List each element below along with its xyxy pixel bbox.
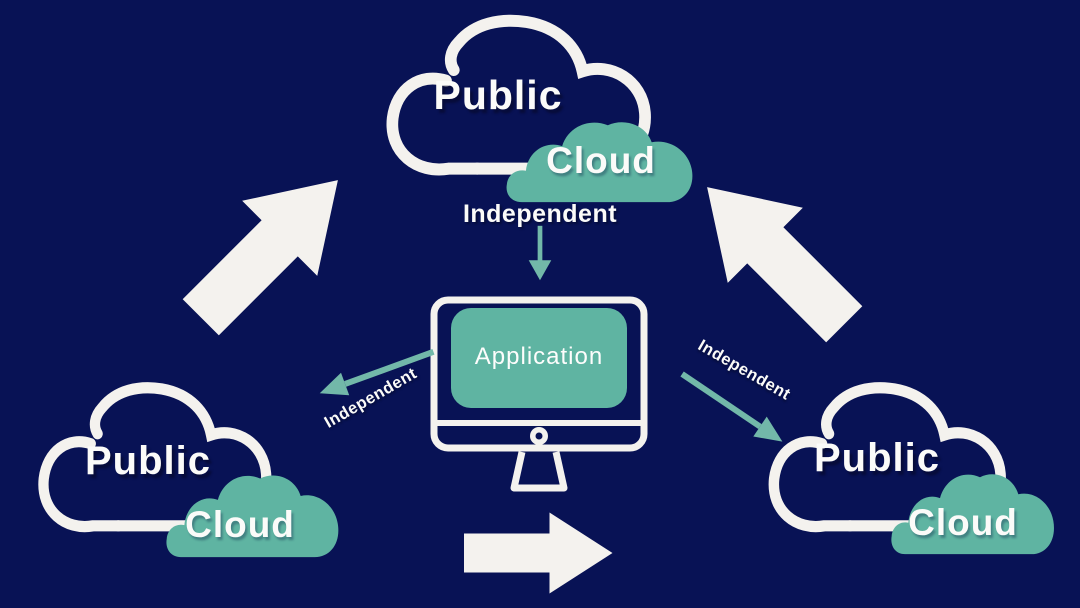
big-arrow-up-right-icon (159, 137, 381, 359)
top-cloud-public-label: Public (433, 72, 563, 118)
left-cloud-public-label: Public (84, 439, 212, 483)
monitor-icon (429, 296, 649, 496)
teal-arrow-down-icon (524, 224, 556, 282)
left-cloud-cloud-label: Cloud (185, 504, 295, 545)
right-cloud-public-label: Public (813, 436, 941, 480)
top-cloud-cloud-label: Cloud (546, 140, 656, 181)
independent-label-top: Independent (462, 200, 618, 228)
right-cloud-cloud-label: Cloud (908, 502, 1018, 543)
big-arrow-right-icon (464, 508, 614, 598)
application-label: Application (474, 343, 604, 370)
